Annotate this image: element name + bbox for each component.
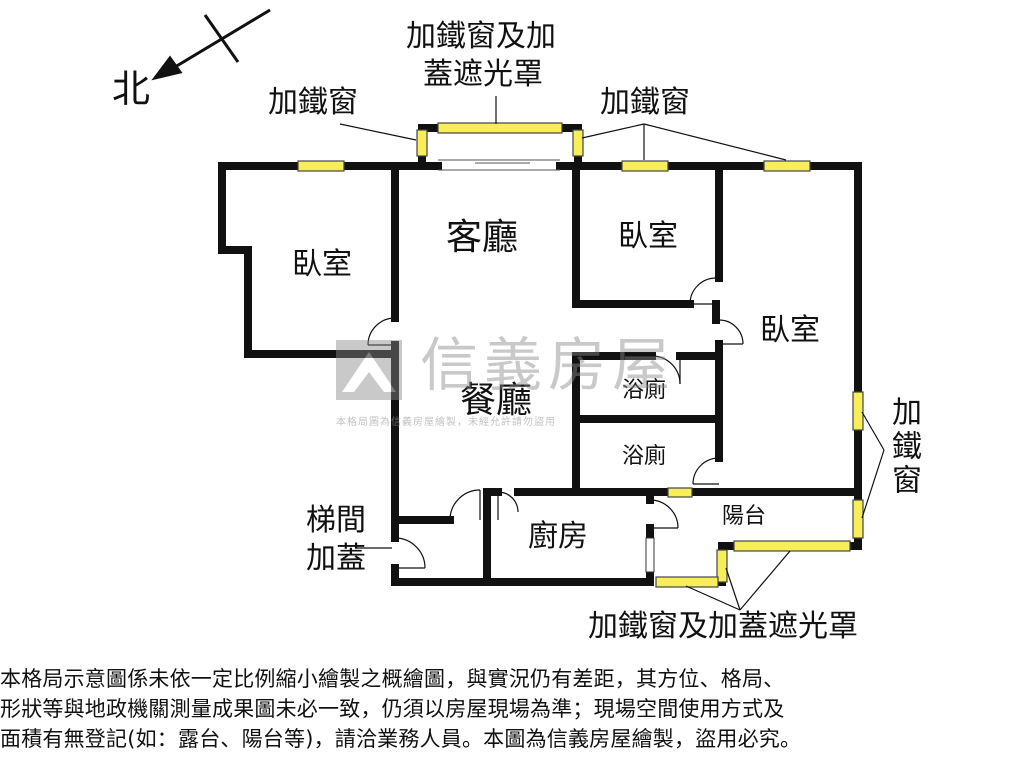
room-label-bedroom-left: 臥室 <box>292 247 352 282</box>
windows <box>297 122 864 588</box>
disclaimer-line-3: 面積有無登記(如：露台、陽台等)，請洽業務人員。本圖為信義房屋繪製，盜用必究。 <box>0 727 802 751</box>
floor-plan <box>151 8 885 611</box>
watermark-subtext: 本格局圖為信義房屋繪製，未經允許請勿盜用 <box>336 417 556 428</box>
annotation-stair-line1: 梯間 <box>306 503 366 538</box>
north-label: 北 <box>112 67 151 111</box>
north-arrow-icon <box>151 8 271 81</box>
annotation-iron-window-right: 加鐵窗 <box>600 85 690 120</box>
annotation-iron-window-side: 加鐵窗 <box>886 396 921 498</box>
sliding-door <box>438 159 560 171</box>
disclaimer: 本格局示意圖係未依一定比例縮小繪製之概繪圖，與實況仍有差距，其方位、格局、 形狀… <box>0 664 1024 754</box>
door-swings <box>367 277 744 569</box>
walls <box>218 124 862 586</box>
room-label-kitchen: 廚房 <box>528 519 588 554</box>
room-label-bedroom-top-middle: 臥室 <box>618 219 678 254</box>
disclaimer-line-1: 本格局示意圖係未依一定比例縮小繪製之概繪圖，與實況仍有差距，其方位、格局、 <box>0 667 785 691</box>
room-label-balcony: 陽台 <box>722 504 767 529</box>
room-label-bathroom-2: 浴廁 <box>622 444 667 469</box>
annotation-iron-window-cover-bottom: 加鐵窗及加蓋遮光罩 <box>588 609 858 644</box>
watermark-logo-icon <box>336 340 402 400</box>
room-label-bathroom-1: 浴廁 <box>622 378 667 403</box>
kitchen-door-frame <box>645 537 655 573</box>
room-label-bedroom-right: 臥室 <box>760 313 820 348</box>
disclaimer-line-2: 形狀等與地政機關測量成果圖未必一致，仍須以房屋現場為準；現場空間使用方式及 <box>0 697 785 721</box>
room-label-dining-room: 餐廳 <box>460 380 533 421</box>
room-label-living-room: 客廳 <box>446 217 519 258</box>
annotation-stair-line2: 加蓋 <box>306 541 366 576</box>
leader-lines <box>339 96 885 611</box>
annotation-iron-window-left: 加鐵窗 <box>268 85 358 120</box>
watermark-text: 信義房屋 <box>420 331 677 399</box>
annotation-iron-window-cover-top-line1: 加鐵窗及加 <box>406 19 556 54</box>
annotation-iron-window-cover-top-line2: 蓋遮光罩 <box>423 57 543 92</box>
